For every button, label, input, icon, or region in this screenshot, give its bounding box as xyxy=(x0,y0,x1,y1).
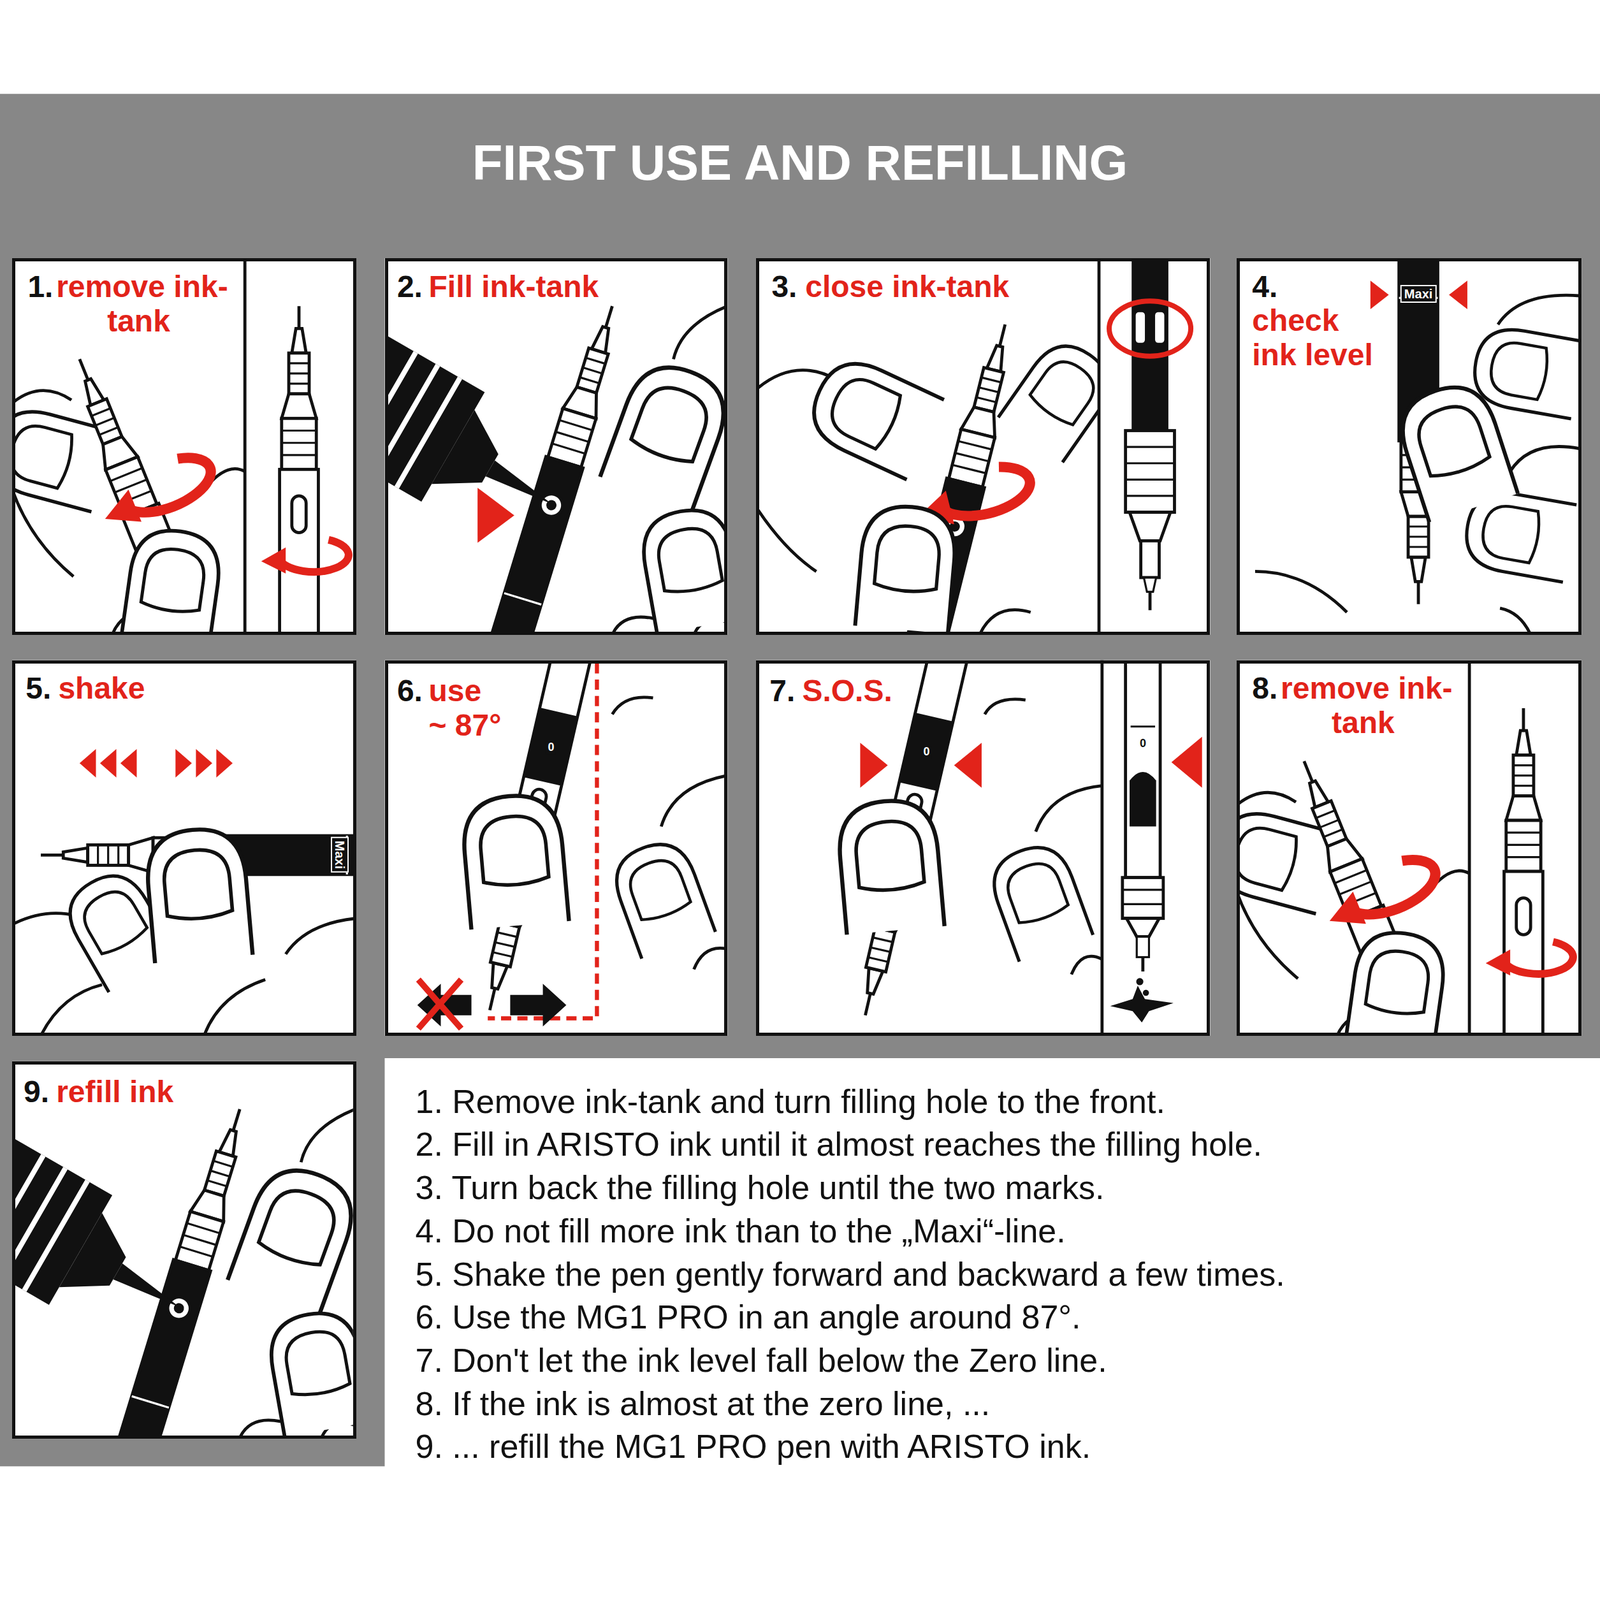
instruction-panel: 1. Remove ink-tank and turn filling hole… xyxy=(385,1058,1600,1475)
step-heading: close ink-tank xyxy=(805,269,1010,305)
step-number: 9. xyxy=(23,1074,50,1110)
instruction-line: 2. Fill in ARISTO ink until it almost re… xyxy=(415,1122,1263,1166)
pen-label: Maxi xyxy=(330,836,349,873)
instruction-ground xyxy=(384,1058,1600,1600)
step-number: 5. xyxy=(25,671,51,706)
thumb xyxy=(120,525,224,633)
instruction-line: 5. Shake the pen gently forward and back… xyxy=(415,1252,1286,1296)
close-tank-illustration xyxy=(757,254,1191,725)
thumb xyxy=(606,834,716,959)
step-heading: check ink level xyxy=(1251,303,1380,373)
turn-arrow xyxy=(261,539,349,574)
pointer-triangle xyxy=(859,742,888,788)
direction-arrow xyxy=(509,983,567,1027)
step-number: 7. xyxy=(769,673,795,709)
step-number: 1. xyxy=(27,269,53,305)
step-panel: 9.refill ink xyxy=(12,1061,357,1439)
check-level-illustration xyxy=(1255,195,1585,635)
step-panel: 1.remove ink-tank xyxy=(12,258,357,635)
step-panel: 2.Fill ink-tank xyxy=(385,258,728,635)
thumb xyxy=(460,791,570,930)
pointer-triangle xyxy=(1448,280,1468,310)
step-panel: 3.close ink-tank xyxy=(756,258,1210,635)
pointer-triangle xyxy=(1370,280,1390,310)
thumb xyxy=(1391,376,1519,523)
highlight-ring xyxy=(1109,300,1191,356)
pen-label: 0 xyxy=(1137,737,1149,751)
divider xyxy=(243,260,247,633)
step-panel: 7.S.O.S. xyxy=(756,660,1210,1036)
thumb xyxy=(854,502,959,633)
shake-illustration xyxy=(14,749,449,1036)
cross xyxy=(418,979,461,1029)
ink-splat xyxy=(1110,985,1174,1023)
step-number: 6. xyxy=(397,673,423,709)
step-heading: shake xyxy=(58,671,145,706)
step-panel: 6.use ~ 87° xyxy=(385,660,728,1036)
fill-illustration xyxy=(193,260,744,703)
thumb xyxy=(801,350,945,480)
step-heading: remove ink-tank xyxy=(56,269,248,339)
angle-illustration xyxy=(417,608,728,1029)
thumb xyxy=(144,825,254,964)
step-panel: 8.remove ink-tank xyxy=(1236,660,1582,1036)
instruction-line: 8. If the ink is almost at the zero line… xyxy=(415,1381,991,1426)
pointer-triangle xyxy=(477,487,515,543)
pen-label: 0 xyxy=(921,745,932,759)
divider xyxy=(1097,258,1101,635)
step-number: 4. xyxy=(1251,269,1278,305)
step-panel: 4.check ink level xyxy=(1236,258,1582,635)
step-number: 2. xyxy=(397,269,423,305)
fill-illustration xyxy=(0,1063,372,1506)
thumb xyxy=(636,503,726,633)
pen xyxy=(279,305,319,633)
instruction-line: 4. Do not fill more ink than to the „Max… xyxy=(415,1209,1066,1253)
thumb xyxy=(599,355,726,511)
pen-detail xyxy=(1110,662,1203,1023)
pen-detail xyxy=(1109,260,1191,611)
thumb xyxy=(998,332,1099,463)
pen xyxy=(61,351,251,633)
step-number: 3. xyxy=(771,269,797,305)
remove-tank-illustration xyxy=(0,258,349,746)
thumb xyxy=(835,796,945,935)
step-heading: refill ink xyxy=(56,1074,174,1110)
remove-tank-illustration xyxy=(1209,660,1573,1148)
turn-arrow xyxy=(94,448,220,535)
instruction-line: 7. Don't let the ink level fall below th… xyxy=(415,1338,1108,1382)
pointer-triangle xyxy=(954,742,982,788)
instruction-line: 9. ... refill the MG1 PRO pen with ARIST… xyxy=(415,1424,1092,1469)
step-heading: use ~ 87° xyxy=(429,673,505,743)
instruction-line: 3. Turn back the filling hole until the … xyxy=(415,1165,1105,1210)
instruction-line: 6. Use the MG1 PRO in an angle around 87… xyxy=(415,1295,1082,1339)
pen-label: Maxi xyxy=(1400,284,1437,303)
instruction-line: 1. Remove ink-tank and turn filling hole… xyxy=(415,1079,1166,1124)
divider xyxy=(1100,660,1104,1036)
step-heading: Fill ink-tank xyxy=(429,269,600,305)
step-heading: S.O.S. xyxy=(801,673,892,709)
step-number: 8. xyxy=(1251,671,1278,706)
page-title: FIRST USE AND REFILLING xyxy=(0,135,1600,191)
shake-arrows xyxy=(79,749,233,778)
step-panel: 5.shake xyxy=(12,660,357,1036)
pen-label: 0 xyxy=(545,741,556,755)
step-heading: remove ink-tank xyxy=(1280,671,1472,741)
thumb xyxy=(983,837,1093,962)
ink-bottle xyxy=(386,260,584,560)
pointer-triangle xyxy=(1171,736,1203,788)
angle-guide xyxy=(487,662,597,1019)
